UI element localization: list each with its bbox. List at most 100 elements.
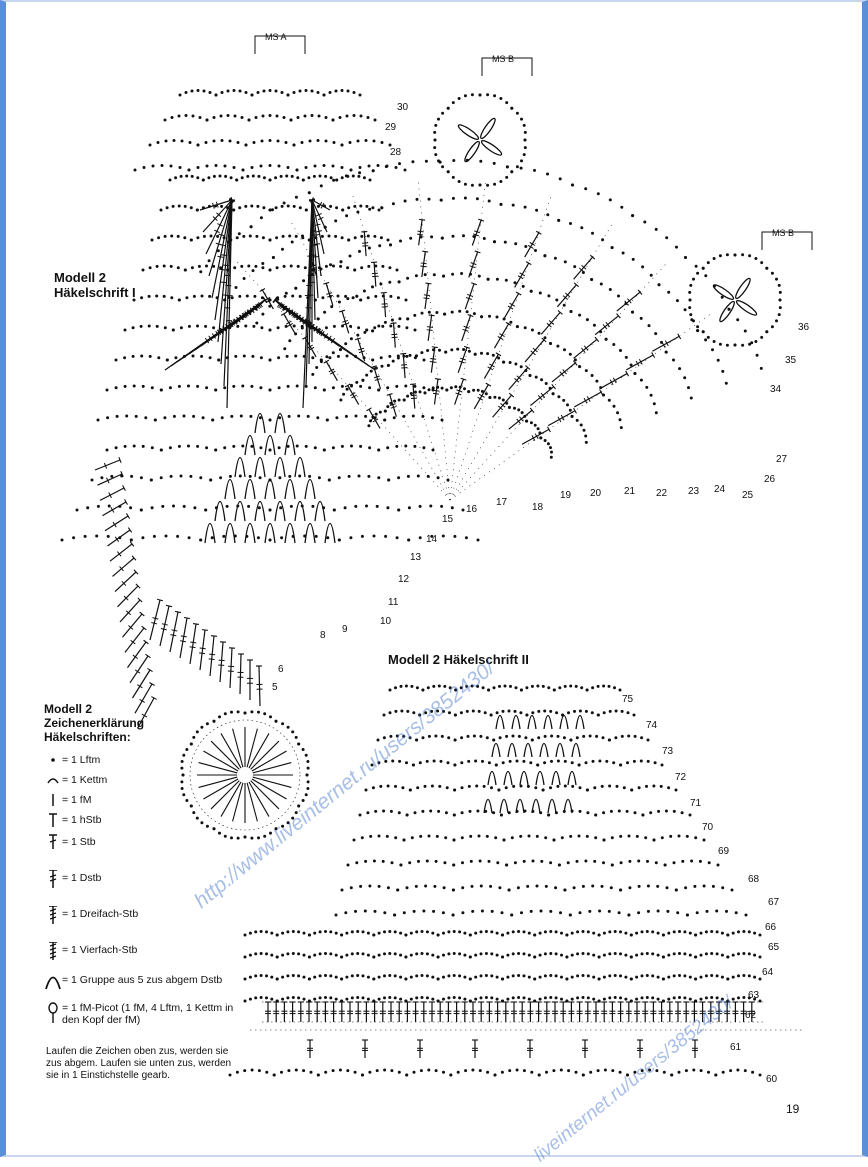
stitch: [240, 654, 241, 694]
chain-dot: [254, 974, 257, 977]
chain-dot: [369, 419, 372, 422]
chain-dot: [635, 932, 638, 935]
chain-dot: [593, 786, 596, 789]
chain-dot: [602, 685, 605, 688]
round-label: 6: [278, 664, 284, 675]
chain-dot: [576, 736, 579, 739]
chain-dot: [238, 232, 241, 235]
chain-dot: [211, 536, 214, 539]
stitch: [484, 354, 498, 378]
chain-dot: [474, 760, 477, 763]
chain-dot: [192, 811, 195, 814]
chain-dot: [617, 295, 620, 298]
chain-dot: [305, 793, 308, 796]
chain-dot: [467, 390, 470, 393]
chain-dot: [512, 204, 515, 207]
chain-dot: [446, 786, 449, 789]
chain-dot: [700, 954, 703, 957]
chain-dot: [354, 505, 357, 508]
chain-dot: [355, 295, 358, 298]
chain-dot: [608, 974, 611, 977]
chain-dot: [297, 265, 300, 268]
chain-dot: [213, 720, 216, 723]
stitch: [364, 232, 366, 256]
chain-dot: [255, 322, 258, 325]
dot-icon: [44, 752, 62, 768]
chain-dot: [493, 94, 496, 97]
chain-dot: [252, 269, 255, 272]
chain-dot: [380, 356, 383, 359]
stitch-top: [184, 617, 190, 618]
chain-dot: [742, 952, 745, 955]
chain-dot: [227, 114, 230, 117]
chain-dot: [398, 280, 401, 283]
chain-dot: [393, 416, 396, 419]
chain-dot: [283, 347, 286, 350]
chain-dot: [421, 312, 424, 315]
chain-dot: [323, 449, 326, 452]
chain-dot: [309, 140, 312, 143]
chain-dot: [580, 226, 583, 229]
chain-dot: [174, 176, 177, 179]
chain-dot: [487, 689, 490, 692]
chain-dot: [722, 1071, 725, 1074]
stitch: [165, 300, 265, 370]
stitch: [108, 530, 131, 546]
chain-dot: [213, 827, 216, 830]
chain-dot: [462, 234, 465, 237]
stitch: [428, 315, 431, 340]
chain-dot: [115, 359, 118, 362]
chain-dot: [389, 402, 392, 405]
chain-dot: [387, 364, 390, 367]
chain-dot: [318, 115, 321, 118]
chain-dot: [638, 786, 641, 789]
chain-dot: [501, 911, 504, 914]
chain-dot: [323, 389, 326, 392]
cluster-mark: [572, 744, 580, 758]
chain-dot: [367, 932, 370, 935]
chain-dot: [323, 164, 326, 167]
chain-dot: [635, 998, 638, 1001]
chain-dot: [765, 267, 768, 270]
chain-dot: [445, 811, 448, 814]
chain-dot: [611, 864, 614, 867]
chain-dot: [247, 505, 250, 508]
chain-dot: [523, 124, 526, 127]
chain-dot: [420, 351, 423, 354]
chain-dot: [571, 954, 574, 957]
chain-dot: [689, 976, 692, 979]
chain-dot: [477, 539, 480, 542]
chain-dot: [684, 308, 687, 311]
chain-dot: [406, 277, 409, 280]
chain-dot: [275, 90, 278, 93]
stitch-top: [157, 599, 163, 600]
chain-dot: [535, 376, 538, 379]
chain-dot: [628, 886, 631, 889]
stitch: [110, 544, 132, 561]
chain-dot: [597, 714, 600, 717]
chain-dot: [611, 246, 614, 249]
chain-dot: [334, 219, 337, 222]
chain-dot: [778, 313, 781, 316]
chain-dot: [351, 974, 354, 977]
chain-dot: [324, 226, 327, 229]
chain-dot: [262, 206, 265, 209]
cluster-mark: [225, 524, 235, 544]
chain-dot: [262, 115, 265, 118]
chain-dot: [536, 685, 539, 688]
chain-dot: [478, 710, 481, 713]
chain-dot: [356, 996, 359, 999]
chain-dot: [340, 978, 343, 981]
chain-dot: [286, 996, 289, 999]
chain-dot: [715, 910, 718, 913]
stitch-bar: [209, 659, 215, 660]
legend-item-cluster: = 1 Gruppe aus 5 zus abgem Dstb: [44, 972, 222, 990]
chain-dot: [394, 836, 397, 839]
chain-dot: [367, 976, 370, 979]
chain-dot: [453, 952, 456, 955]
chain-dot: [106, 449, 109, 452]
chain-dot: [538, 1074, 541, 1077]
chain-dot: [426, 860, 429, 863]
chain-dot: [260, 356, 263, 359]
chain-dot: [371, 329, 374, 332]
